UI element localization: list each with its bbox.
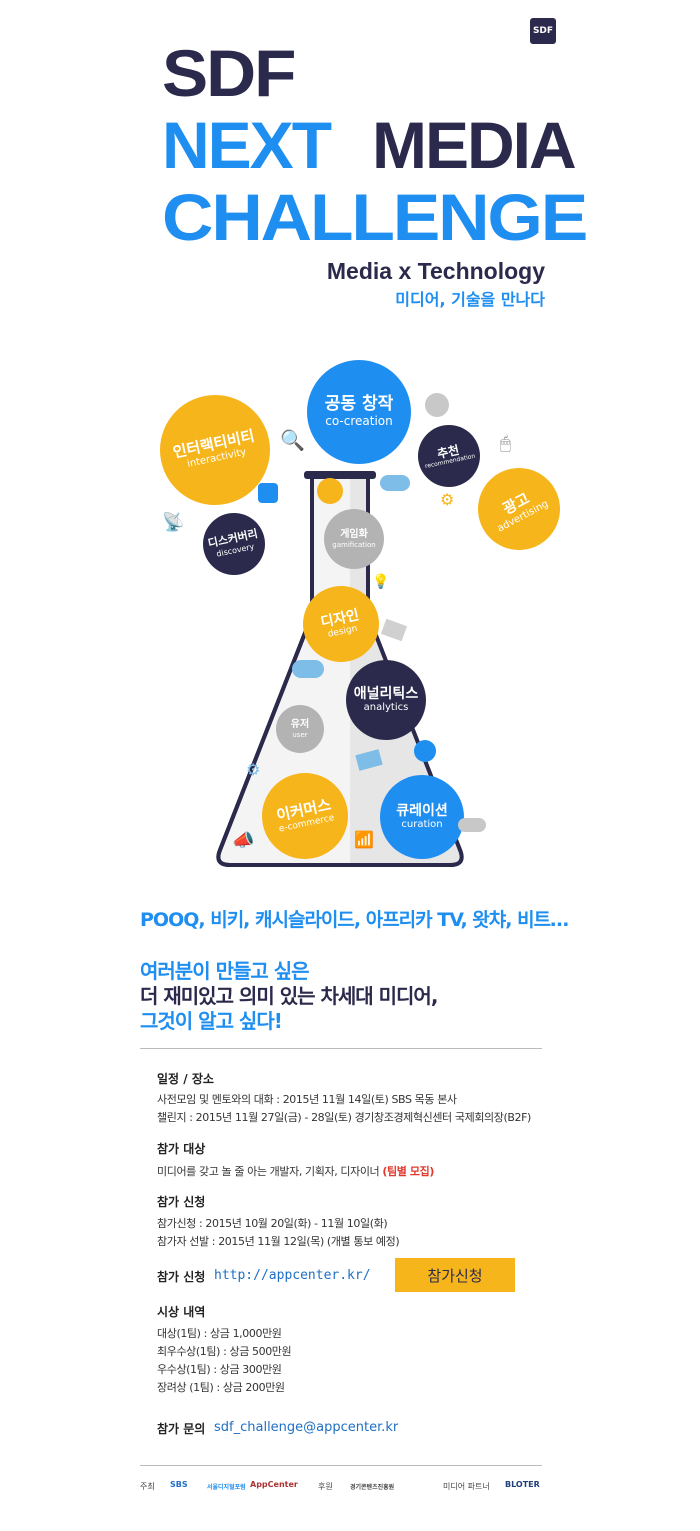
title-challenge: CHALLENGE xyxy=(162,180,588,254)
sdf-forum-logo: 서울디지털포럼 xyxy=(207,1484,246,1491)
award-item: 우수상(1팀) : 상금 300만원 xyxy=(157,1363,282,1376)
bloter-logo: BLOTER xyxy=(505,1480,540,1489)
apply-link-heading: 참가 신청 xyxy=(157,1270,206,1284)
bubble-analytics-ko: 애널리틱스 xyxy=(353,686,419,703)
schedule-line-1: 사전모임 및 멘토와의 대화 : 2015년 11월 14일(토) SBS 목동… xyxy=(157,1093,457,1106)
subtitle-english: Media x Technology xyxy=(326,258,545,284)
satellite-icon: 📡 xyxy=(162,512,185,533)
appcenter-logo: AppCenter xyxy=(250,1480,298,1489)
antenna-icon: 📶 xyxy=(354,830,374,849)
lightbulb-icon: 💡 xyxy=(372,574,390,590)
gyeonggi-content-logo: 경기콘텐츠진흥원 xyxy=(350,1484,395,1491)
target-text: 미디어를 갖고 놀 줄 아는 개발자, 기획자, 디자이너 xyxy=(157,1165,380,1178)
services-tagline: POOQ, 비키, 캐시슬라이드, 아프리카 TV, 왓챠, 비트… xyxy=(140,909,569,931)
apply-button[interactable]: 참가신청 xyxy=(395,1258,515,1292)
title-sdf: SDF xyxy=(162,36,296,110)
bubble-cocreation-en: co-creation xyxy=(325,413,393,428)
bubble-user-en: user xyxy=(292,730,308,739)
schedule-line-2: 챌린지 : 2015년 11월 27일(금) - 28일(토) 경기창조경제혁신… xyxy=(157,1111,531,1124)
award-item: 장려상 (1팀) : 상금 200만원 xyxy=(157,1381,285,1394)
flask-illustration xyxy=(216,471,464,867)
gears-icon: ⚙ xyxy=(440,490,455,509)
sdf-logo-badge: SDF xyxy=(530,18,556,44)
bubble-curation: 큐레이션 curation xyxy=(380,775,464,859)
host-label: 주최 xyxy=(140,1482,155,1491)
apply-heading: 참가 신청 xyxy=(157,1195,206,1209)
divider-bottom xyxy=(140,1465,542,1466)
bubble-cocreation-ko: 공동 창작 xyxy=(324,394,394,415)
target-heading: 참가 대상 xyxy=(157,1142,206,1156)
bubble-user-ko: 유저 xyxy=(290,719,310,731)
divider-top xyxy=(140,1048,542,1049)
cloud-gray-icon xyxy=(458,818,486,832)
mouse-icon: 🖱 xyxy=(500,433,511,454)
bubble-curation-en: curation xyxy=(401,819,443,831)
bubble-gamification-en: gamification xyxy=(332,540,376,549)
bubble-user: 유저 user xyxy=(276,705,324,753)
message-line-2: 더 재미있고 의미 있는 차세대 미디어, xyxy=(140,984,438,1008)
message-line-1: 여러분이 만들고 싶은 xyxy=(140,959,310,983)
megaphone-icon: 📣 xyxy=(232,830,255,851)
contact-heading: 참가 문의 xyxy=(157,1422,206,1436)
subtitle-korean: 미디어, 기술을 만나다 xyxy=(395,290,545,309)
cloud-download-icon xyxy=(292,660,324,678)
award-item: 최우수상(1팀) : 상금 500만원 xyxy=(157,1345,292,1358)
title-next: NEXT xyxy=(162,108,332,182)
bubble-analytics-en: analytics xyxy=(363,702,409,714)
team-recruit-highlight: (팀별 모집) xyxy=(382,1165,434,1178)
sponsor-label: 후원 xyxy=(318,1482,333,1491)
bubble-cocreation: 공동 창작 co-creation xyxy=(307,360,411,464)
partner-label: 미디어 파트너 xyxy=(443,1482,490,1491)
message-line-3: 그것이 알고 싶다! xyxy=(140,1009,283,1033)
document-icon xyxy=(414,740,436,762)
people-icon xyxy=(317,478,343,504)
bubble-analytics: 애널리틱스 analytics xyxy=(346,660,426,740)
bubble-gamification: 게임화 gamification xyxy=(324,509,384,569)
apply-url-link[interactable]: http://appcenter.kr/ xyxy=(214,1268,371,1283)
sbs-logo: SBS xyxy=(170,1480,188,1489)
bubble-curation-ko: 큐레이션 xyxy=(396,803,448,820)
cloud-icon xyxy=(380,475,410,491)
bubble-gamification-ko: 게임화 xyxy=(340,529,368,541)
user-profile-icon xyxy=(425,393,449,417)
apply-line-1: 참가신청 : 2015년 10월 20일(화) - 11월 10일(화) xyxy=(157,1217,388,1230)
title-media: MEDIA xyxy=(372,108,577,182)
target-line: 미디어를 갖고 놀 줄 아는 개발자, 기획자, 디자이너 (팀별 모집) xyxy=(157,1163,434,1179)
magnifier-icon: 🔍 xyxy=(280,428,305,452)
award-item: 대상(1팀) : 상금 1,000만원 xyxy=(157,1327,282,1340)
apply-line-2: 참가자 선발 : 2015년 11월 12일(목) (개별 통보 예정) xyxy=(157,1235,400,1248)
bubble-advertising: 광고 advertising xyxy=(463,453,575,565)
contact-email-link[interactable]: sdf_challenge@appcenter.kr xyxy=(214,1420,399,1435)
awards-heading: 시상 내역 xyxy=(157,1305,206,1319)
gears-blue-icon: ⚙ xyxy=(246,760,261,779)
thumbs-up-icon xyxy=(258,483,278,503)
schedule-heading: 일정 / 장소 xyxy=(157,1072,214,1086)
